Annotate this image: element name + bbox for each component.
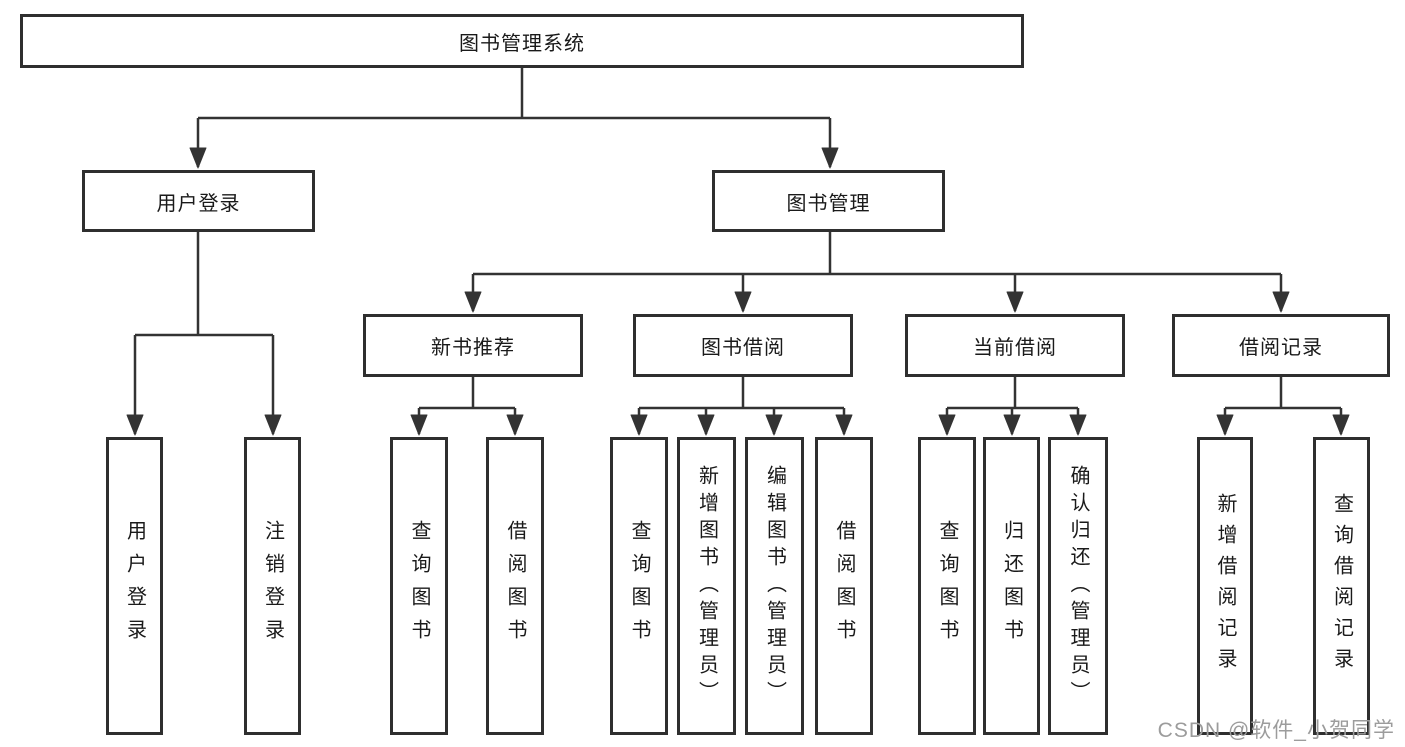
leaf-logout: 注销登录	[244, 437, 301, 735]
leaf-return-book: 归还图书	[983, 437, 1040, 735]
node-new-book-recommend: 新书推荐	[363, 314, 583, 377]
connector-new-book-branch	[419, 377, 515, 410]
leaf-label: 查询借阅记录	[1330, 493, 1353, 679]
leaf-label: 确认归还（管理员）	[1067, 464, 1089, 708]
leaf-label: 查询图书	[628, 520, 650, 652]
leaf-borrow-book-1: 借阅图书	[486, 437, 544, 735]
node-borrowing-records: 借阅记录	[1172, 314, 1390, 377]
connector-user-login-branch	[135, 232, 273, 337]
leaf-label: 新增图书（管理员）	[695, 464, 718, 708]
leaf-label: 编辑图书（管理员）	[763, 464, 786, 708]
leaf-query-borrow-record: 查询借阅记录	[1313, 437, 1370, 735]
node-library-system: 图书管理系统	[20, 14, 1024, 68]
node-book-management: 图书管理	[712, 170, 945, 232]
leaf-label: 查询图书	[936, 520, 958, 652]
node-book-borrowing: 图书借阅	[633, 314, 853, 377]
connector-book-borrow-branch	[639, 377, 844, 410]
node-user-login: 用户登录	[82, 170, 315, 232]
leaf-user-login: 用户登录	[106, 437, 163, 735]
leaf-edit-book-admin: 编辑图书（管理员）	[745, 437, 804, 735]
node-current-borrowing: 当前借阅	[905, 314, 1125, 377]
leaf-label: 借阅图书	[833, 520, 855, 652]
leaf-query-book-2: 查询图书	[610, 437, 668, 735]
leaf-query-book-3: 查询图书	[918, 437, 976, 735]
leaf-borrow-book-2: 借阅图书	[815, 437, 873, 735]
leaf-label: 归还图书	[1000, 520, 1023, 652]
connector-root-branch	[198, 68, 830, 120]
leaf-label: 查询图书	[408, 520, 430, 652]
leaf-label: 新增借阅记录	[1214, 493, 1236, 679]
leaf-query-book-1: 查询图书	[390, 437, 448, 735]
connector-book-mgmt-branch	[473, 232, 1281, 276]
connector-borrow-records-branch	[1225, 377, 1341, 410]
leaf-confirm-return-admin: 确认归还（管理员）	[1048, 437, 1108, 735]
leaf-add-book-admin: 新增图书（管理员）	[677, 437, 736, 735]
leaf-label: 借阅图书	[504, 520, 526, 652]
csdn-watermark: CSDN @软件_小贺同学	[1157, 719, 1395, 742]
connector-current-borrow-branch	[947, 377, 1078, 410]
leaf-label: 注销登录	[261, 520, 284, 652]
leaf-label: 用户登录	[123, 520, 146, 652]
leaf-add-borrow-record: 新增借阅记录	[1197, 437, 1253, 735]
